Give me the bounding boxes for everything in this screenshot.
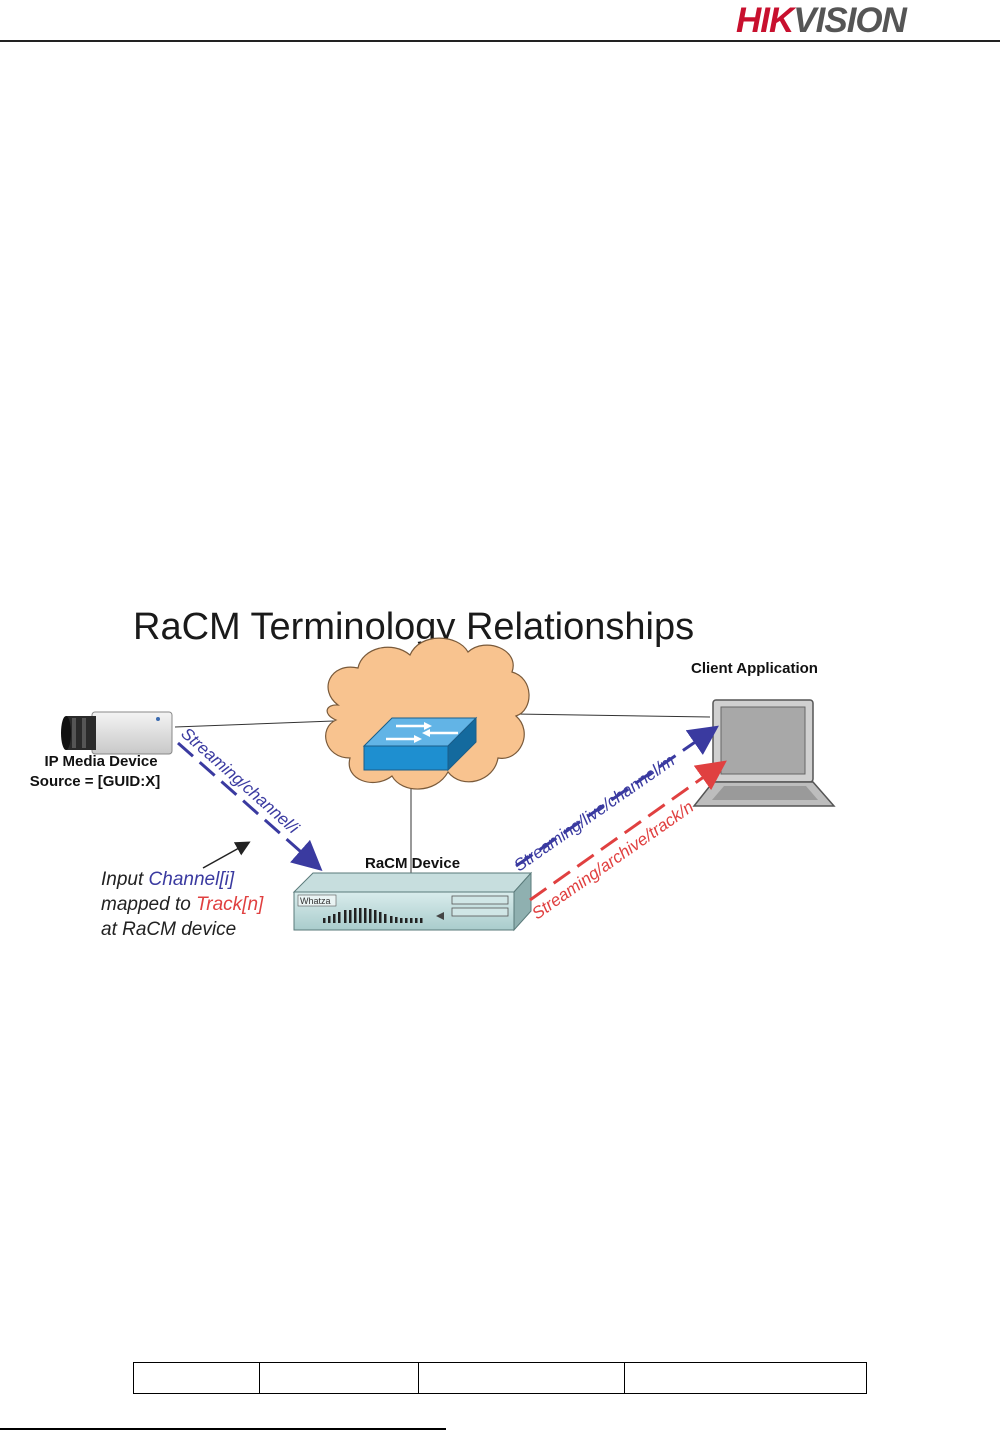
source-guid-label: Source = [GUID:X] — [30, 773, 160, 790]
table-cell — [417, 1362, 625, 1394]
footer-table — [132, 1362, 868, 1394]
stream-channel-arrow — [177, 741, 323, 871]
network-switch-icon — [362, 716, 478, 772]
table-cell — [132, 1362, 261, 1394]
table-cell — [259, 1362, 419, 1394]
annotation-line-1: Input Channel[i] — [101, 869, 235, 890]
racm-device-label: RaCM Device — [365, 855, 460, 872]
table-row — [132, 1362, 868, 1394]
device-vu-bars — [323, 908, 423, 923]
ip-camera-icon — [61, 711, 173, 755]
figure-title: RaCM Terminology Relationships — [133, 606, 695, 648]
hikvision-logo: HIKVISION — [736, 1, 907, 40]
device-brand-label: Whatza — [300, 896, 331, 906]
stream-live-arrow — [515, 725, 719, 868]
client-application-label: Client Application — [691, 660, 818, 677]
table-cell — [623, 1362, 868, 1394]
ip-media-device-label: IP Media Device — [44, 753, 157, 770]
racm-device-icon — [292, 871, 533, 932]
stream-channel-label: Streaming/channel/i — [177, 724, 303, 839]
header-rule — [0, 40, 1000, 42]
stream-archive-arrow — [529, 760, 727, 902]
client-laptop-icon — [692, 699, 836, 807]
annotation-line-2: mapped to Track[n] — [101, 894, 264, 915]
footnote-rule — [0, 1428, 446, 1430]
annotation-line-3: at RaCM device — [101, 919, 236, 940]
annotation-pointer — [202, 841, 251, 869]
stream-archive-label: Streaming/archive/track/n — [528, 797, 697, 923]
